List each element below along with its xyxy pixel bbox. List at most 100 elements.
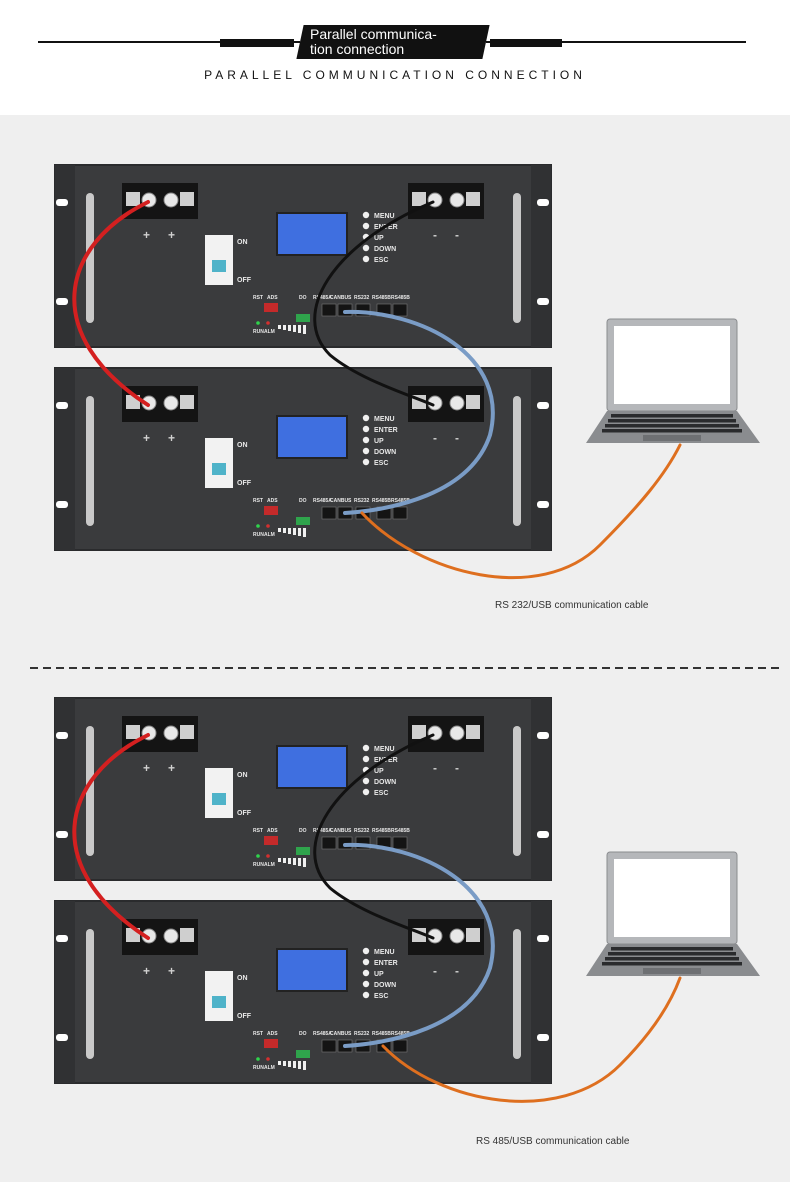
port-label: RS485B bbox=[372, 295, 391, 301]
do-label: DO bbox=[299, 498, 307, 504]
do-label: DO bbox=[299, 295, 307, 301]
switch-off-label: OFF bbox=[237, 277, 252, 284]
indicator-bar bbox=[283, 858, 286, 863]
handle-right bbox=[513, 929, 521, 1059]
menu-label-up: UP bbox=[374, 438, 384, 445]
lcd-display bbox=[276, 212, 348, 256]
minus-label: - bbox=[433, 228, 437, 242]
plus-label: + bbox=[168, 431, 175, 445]
alm-led bbox=[266, 524, 270, 528]
plus-label: + bbox=[168, 964, 175, 978]
switch-off-label: OFF bbox=[237, 480, 252, 487]
blue-comm-cable bbox=[343, 842, 495, 1048]
mounting-slot bbox=[537, 402, 549, 409]
comm-port bbox=[321, 836, 337, 850]
handle-left bbox=[86, 193, 94, 323]
menu-label-down: DOWN bbox=[374, 246, 396, 253]
positive-terminal bbox=[122, 716, 198, 752]
keyboard-row bbox=[605, 424, 739, 428]
positive-terminal bbox=[122, 919, 198, 955]
comm-port bbox=[392, 836, 408, 850]
do-connector bbox=[296, 1050, 310, 1058]
menu-label-esc: ESC bbox=[374, 460, 388, 467]
mounting-ear-right bbox=[531, 368, 551, 550]
indicator-bar bbox=[283, 325, 286, 330]
menu-button bbox=[362, 969, 370, 977]
menu-label-menu: MENU bbox=[374, 746, 395, 753]
indicator-bar bbox=[298, 858, 301, 866]
ads-label: ADS bbox=[267, 295, 278, 301]
plus-label: + bbox=[143, 964, 150, 978]
comm-port bbox=[321, 1039, 337, 1053]
menu-label-menu: MENU bbox=[374, 949, 395, 956]
mounting-ear-right bbox=[531, 698, 551, 880]
terminal-lug bbox=[180, 192, 194, 206]
run-label: RUN bbox=[253, 532, 264, 538]
ads-label: ADS bbox=[267, 498, 278, 504]
header-bar-right bbox=[490, 39, 562, 47]
dip-switch bbox=[264, 1039, 278, 1048]
handle-right bbox=[513, 193, 521, 323]
menu-button bbox=[362, 436, 370, 444]
menu-button bbox=[362, 947, 370, 955]
indicator-bar bbox=[293, 1061, 296, 1068]
positive-terminal bbox=[122, 183, 198, 219]
black-negative-cable bbox=[313, 733, 435, 940]
do-label: DO bbox=[299, 1031, 307, 1037]
terminal-lug bbox=[412, 725, 426, 739]
port-label: RS485B bbox=[391, 828, 410, 834]
keyboard-row bbox=[605, 957, 739, 961]
handle-left bbox=[86, 929, 94, 1059]
alm-label: ALM bbox=[264, 329, 275, 335]
run-led bbox=[256, 524, 260, 528]
mounting-slot bbox=[56, 199, 68, 206]
mounting-slot bbox=[56, 935, 68, 942]
indicator-bar bbox=[288, 528, 291, 534]
menu-label-menu: MENU bbox=[374, 213, 395, 220]
terminal-bolt bbox=[163, 192, 179, 208]
terminal-lug bbox=[412, 192, 426, 206]
menu-button bbox=[362, 788, 370, 796]
menu-button bbox=[362, 458, 370, 466]
switch-on-label: ON bbox=[237, 442, 248, 449]
orange-usb-cable-rs485 bbox=[381, 976, 682, 1103]
switch-on-label: ON bbox=[237, 975, 248, 982]
breaker-toggle bbox=[212, 793, 226, 805]
menu-label-esc: ESC bbox=[374, 993, 388, 1000]
rst-label: RST bbox=[253, 295, 263, 301]
negative-terminal bbox=[408, 386, 484, 422]
run-led bbox=[256, 1057, 260, 1061]
black-negative-cable bbox=[313, 200, 435, 407]
indicator-bar bbox=[303, 325, 306, 334]
run-led bbox=[256, 321, 260, 325]
port-label: RS232 bbox=[354, 1031, 370, 1037]
keyboard-row bbox=[602, 962, 742, 966]
port-label: RS485A bbox=[313, 828, 332, 834]
indicator-bar bbox=[303, 528, 306, 537]
dip-switch bbox=[264, 303, 278, 312]
page-title: Parallel communica- tion connection bbox=[310, 26, 437, 57]
terminal-bolt bbox=[427, 725, 443, 741]
terminal-bolt bbox=[449, 928, 465, 944]
menu-button bbox=[362, 414, 370, 422]
header-bar-left bbox=[220, 39, 294, 47]
menu-label-down: DOWN bbox=[374, 779, 396, 786]
menu-label-esc: ESC bbox=[374, 790, 388, 797]
mounting-ear-left bbox=[55, 165, 75, 347]
menu-button bbox=[362, 777, 370, 785]
terminal-lug bbox=[126, 725, 140, 739]
handle-left bbox=[86, 726, 94, 856]
terminal-bolt bbox=[449, 725, 465, 741]
menu-label-down: DOWN bbox=[374, 449, 396, 456]
port-label: RS232 bbox=[354, 295, 370, 301]
mounting-slot bbox=[56, 501, 68, 508]
alm-led bbox=[266, 321, 270, 325]
mounting-slot bbox=[537, 732, 549, 739]
mounting-slot bbox=[537, 1034, 549, 1041]
port-label: RS485A bbox=[313, 498, 332, 504]
indicator-bar bbox=[303, 1061, 306, 1070]
dip-switch bbox=[264, 836, 278, 845]
mounting-slot bbox=[56, 732, 68, 739]
